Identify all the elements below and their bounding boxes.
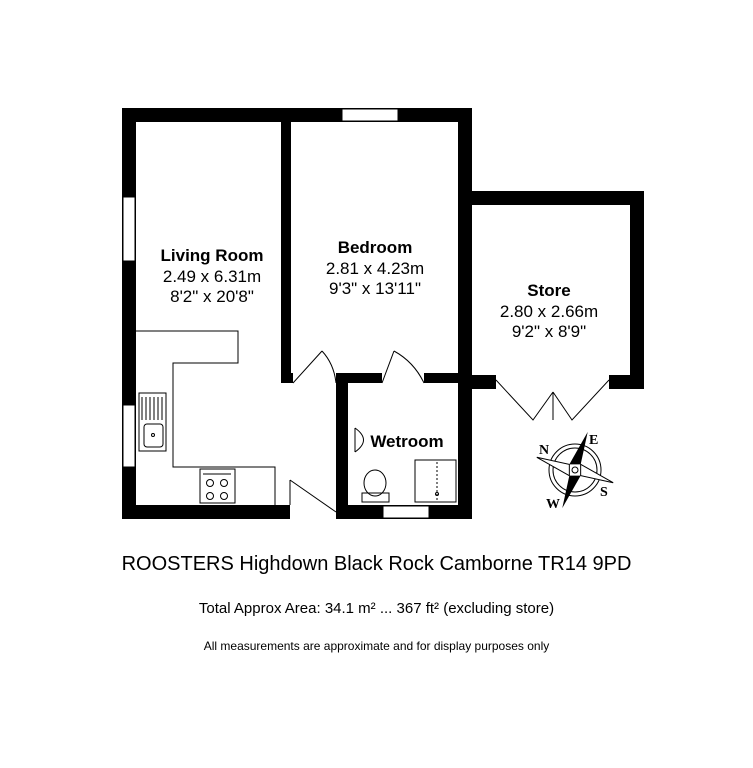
total-area: Total Approx Area: 34.1 m² ... 367 ft² (… bbox=[198, 600, 555, 617]
wetroom-window bbox=[382, 505, 430, 519]
bedroom-label: Bedroom 2.81 x 4.23m 9'3" x 13'11" bbox=[310, 238, 440, 300]
kitchen-units bbox=[136, 330, 276, 505]
bedroom-wall-mid bbox=[336, 373, 382, 383]
bedroom-name: Bedroom bbox=[337, 238, 413, 257]
shower-tray bbox=[414, 459, 457, 503]
windows bbox=[122, 108, 430, 519]
store-right-wall bbox=[630, 191, 644, 389]
sink bbox=[138, 392, 167, 452]
compass-s: S bbox=[600, 485, 608, 500]
bedroom-metric: 2.81 x 4.23m bbox=[325, 258, 425, 278]
wetroom-name: Wetroom bbox=[370, 432, 444, 451]
wall-living-bedroom bbox=[281, 108, 291, 383]
bedroom-wall-right bbox=[424, 373, 472, 383]
compass-w: W bbox=[546, 497, 560, 512]
property-address: ROOSTERS Highdown Black Rock Camborne TR… bbox=[121, 553, 632, 575]
doors bbox=[289, 350, 610, 513]
living-window-upper bbox=[122, 196, 136, 262]
living-room-name: Living Room bbox=[160, 246, 264, 265]
living-room-metric: 2.49 x 6.31m bbox=[162, 266, 262, 286]
bottom-wall-living bbox=[122, 505, 290, 519]
toilet bbox=[363, 469, 387, 497]
wetroom-fittings bbox=[354, 427, 457, 503]
disclaimer: All measurements are approximate and for… bbox=[203, 639, 550, 653]
store-imperial: 9'2" x 8'9" bbox=[511, 322, 587, 342]
compass-e: E bbox=[589, 433, 598, 448]
living-window-lower bbox=[122, 404, 136, 468]
top-wall bbox=[122, 108, 472, 122]
hob bbox=[199, 468, 236, 504]
bedroom-window bbox=[341, 108, 399, 122]
bedroom-wall-left bbox=[281, 373, 293, 383]
bedroom-imperial: 9'3" x 13'11" bbox=[329, 279, 421, 299]
store-metric: 2.80 x 2.66m bbox=[499, 301, 599, 321]
compass: N E S W bbox=[536, 431, 614, 512]
store-label: Store 2.80 x 2.66m 9'2" x 8'9" bbox=[487, 281, 611, 343]
basin bbox=[354, 427, 364, 453]
living-room-label: Living Room 2.49 x 6.31m 8'2" x 20'8" bbox=[150, 246, 274, 308]
wetroom-label: Wetroom bbox=[362, 432, 452, 453]
store-top-wall bbox=[458, 191, 644, 205]
store-bottom-right bbox=[609, 375, 644, 389]
store-bottom-left bbox=[458, 375, 496, 389]
compass-n: N bbox=[539, 443, 549, 458]
living-room-imperial: 8'2" x 20'8" bbox=[170, 287, 254, 307]
right-wall bbox=[458, 108, 472, 519]
store-name: Store bbox=[527, 281, 571, 300]
wetroom-left-wall bbox=[336, 373, 348, 519]
